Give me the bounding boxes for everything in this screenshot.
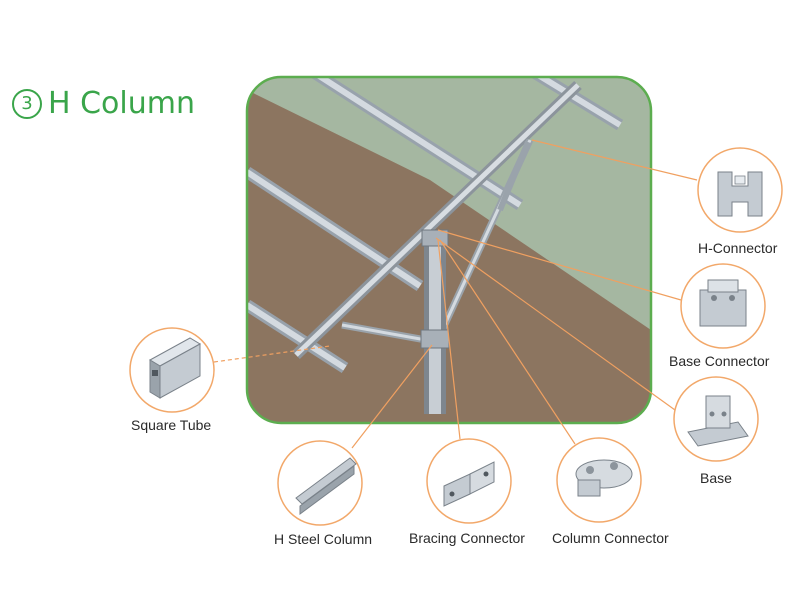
scene-frame	[245, 75, 653, 425]
leader-lines	[213, 139, 698, 449]
label-h-steel-column: H Steel Column	[274, 531, 373, 547]
leader-square-tube	[213, 345, 331, 363]
structure-scene	[247, 77, 651, 423]
leader-column-connector	[439, 239, 576, 445]
base-thumbnail	[673, 376, 759, 462]
ground-slope	[247, 90, 651, 423]
bracing-rods	[341, 138, 534, 344]
label-base-connector: Base Connector	[669, 353, 770, 369]
title-text: H Column	[48, 86, 195, 121]
leader-h-connector	[531, 139, 698, 181]
leader-bracing-connector	[437, 239, 461, 440]
leader-base-connector	[437, 229, 682, 301]
main-beam	[292, 81, 582, 359]
label-square-tube: Square Tube	[131, 417, 212, 433]
section-number: 3	[12, 89, 42, 119]
label-column-connector: Column Connector	[552, 530, 669, 546]
label-h-connector: H-Connector	[698, 240, 778, 256]
label-base: Base	[700, 470, 732, 486]
bracing-connector-thumbnail	[426, 438, 512, 524]
leader-base	[435, 237, 676, 411]
base-connector-thumbnail	[680, 263, 766, 349]
h-connector-thumbnail	[697, 147, 783, 233]
h-steel-column-thumbnail	[277, 440, 363, 526]
column-connector-thumbnail	[556, 437, 642, 523]
leader-h-steel-column	[351, 344, 433, 449]
label-bracing-connector: Bracing Connector	[409, 530, 525, 546]
square-tube-thumbnail	[129, 327, 215, 413]
h-column-post	[420, 229, 450, 414]
